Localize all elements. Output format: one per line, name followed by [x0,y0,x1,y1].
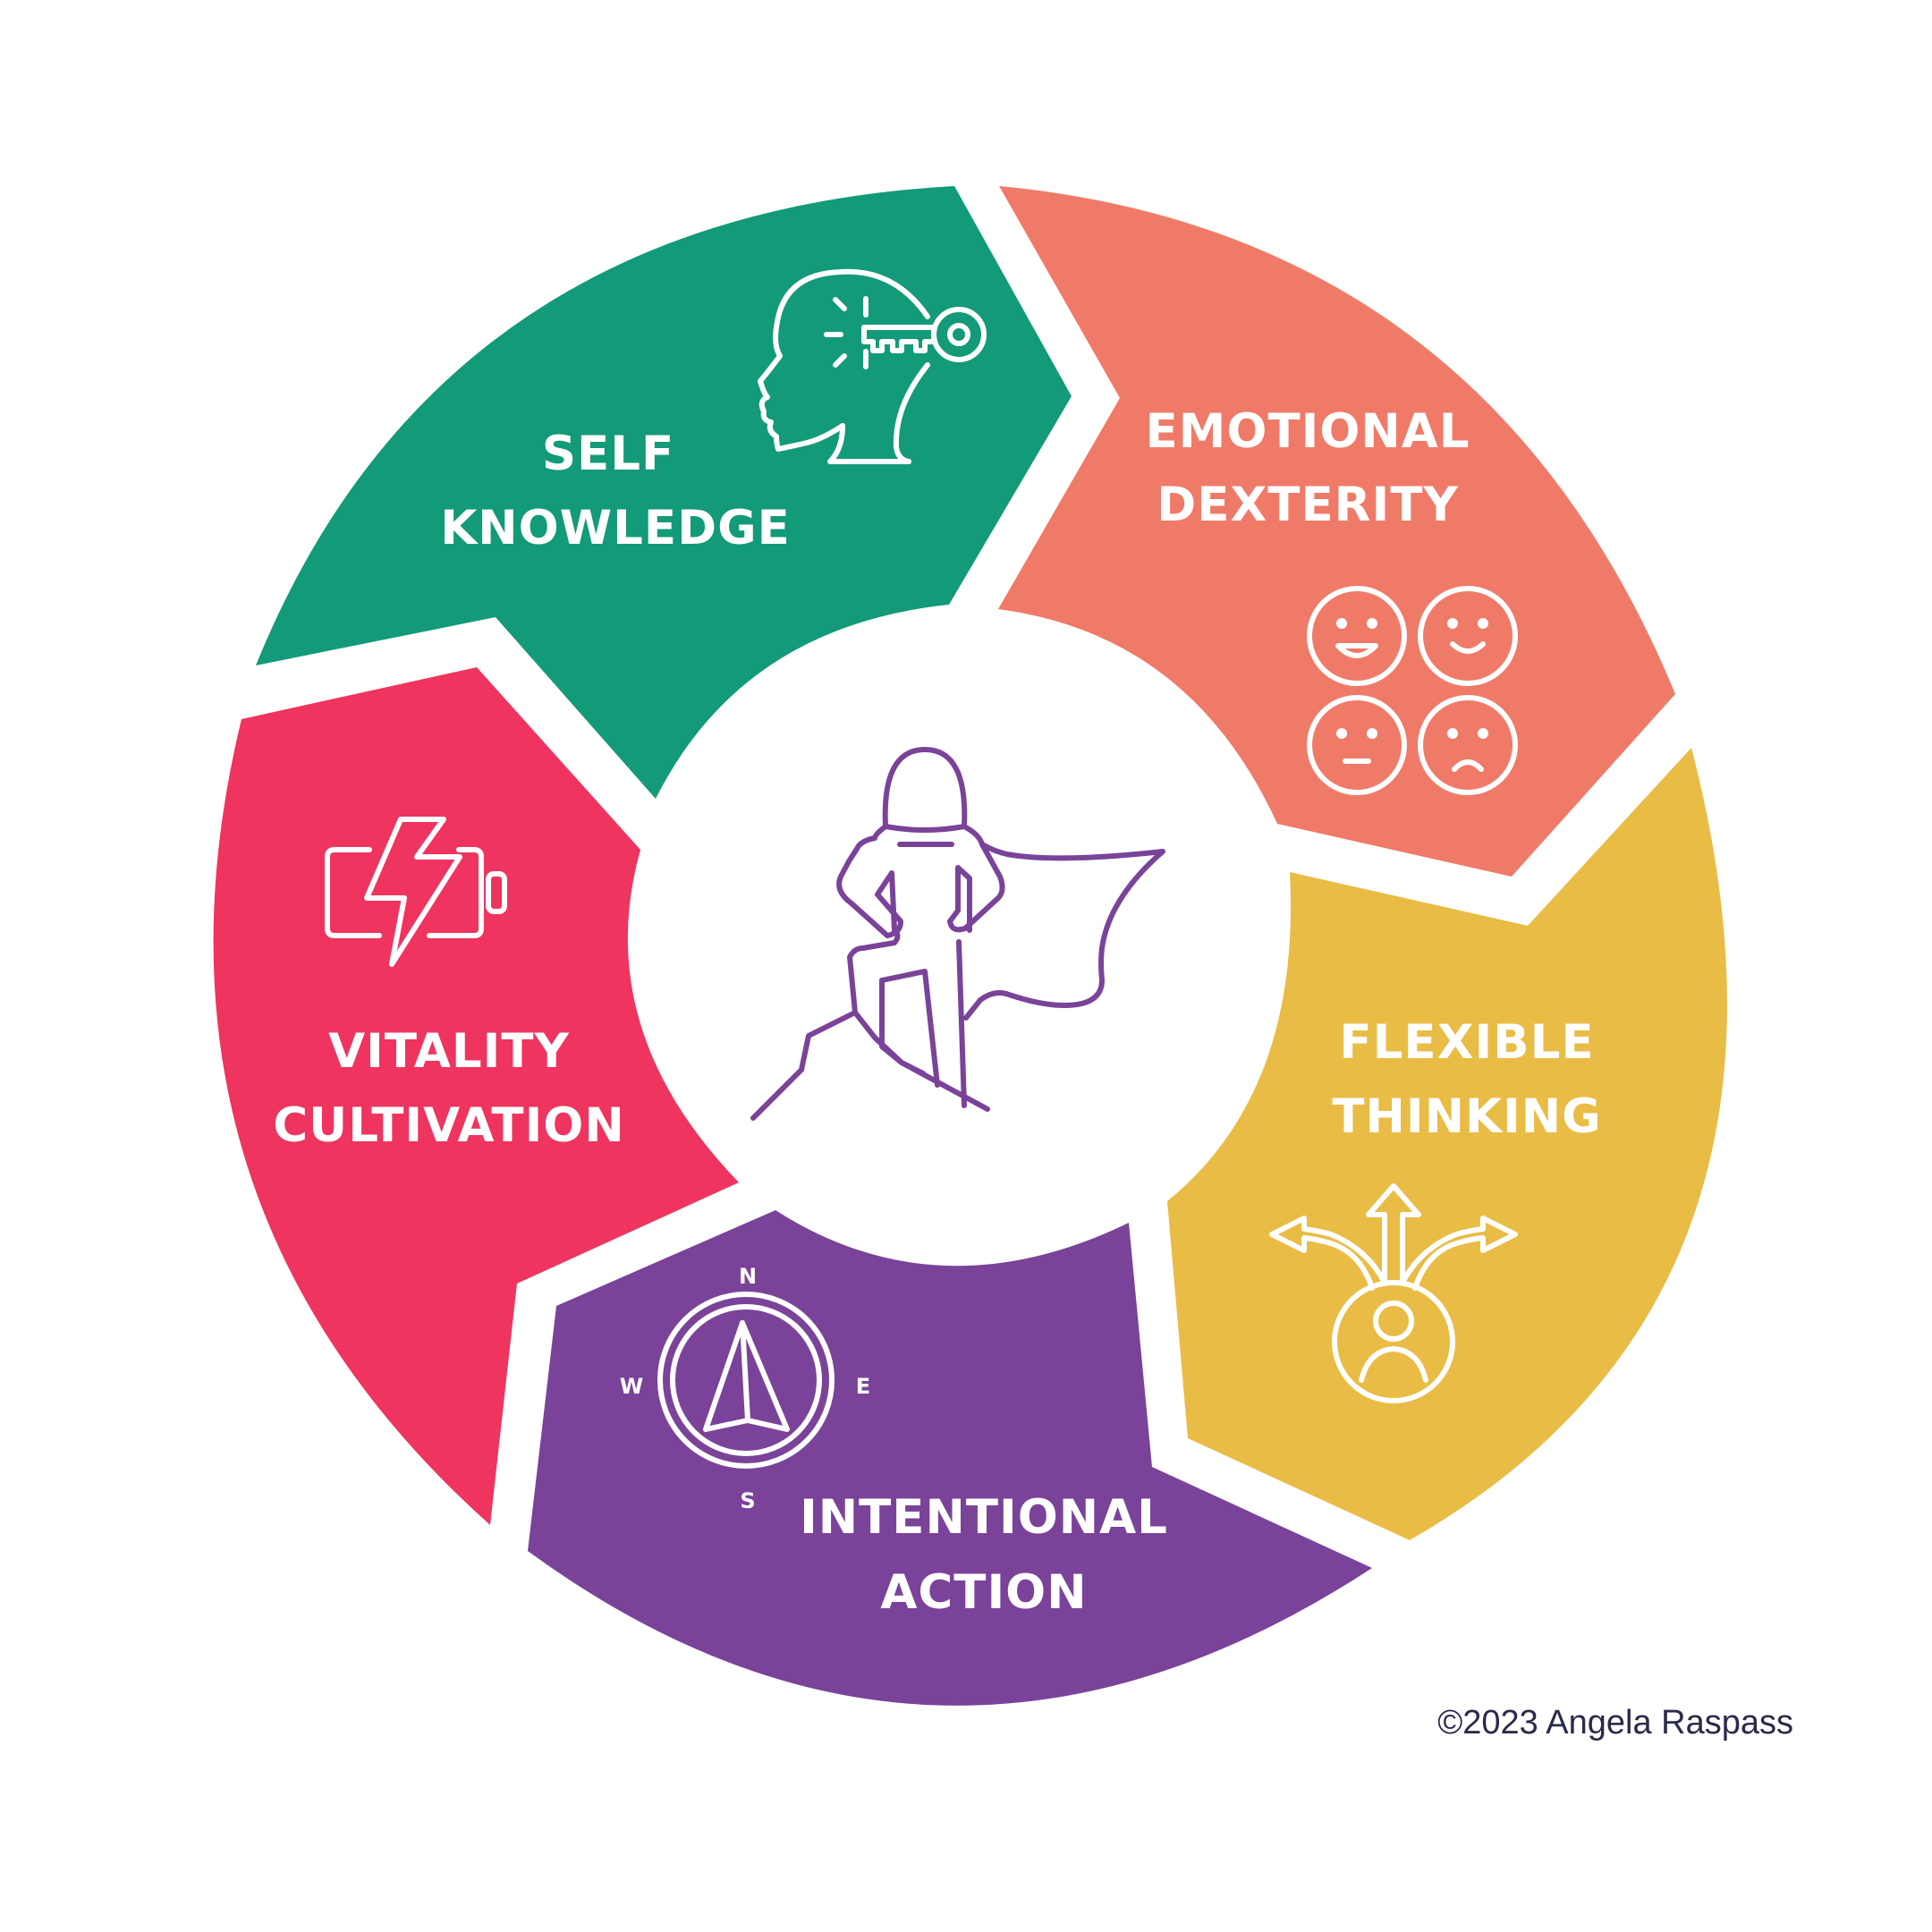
compass-west-letter: W [620,1374,643,1399]
compass-north-letter: N [739,1264,757,1289]
compass-south-letter: S [740,1488,755,1513]
self-knowledge-label-line2: KNOWLEDGE [440,501,791,555]
self-knowledge-label-line1: SELF [542,427,674,481]
flexible-thinking-label-line1: FLEXIBLE [1339,1015,1594,1070]
head-key-icon [758,268,987,464]
branching-arrows-person-icon [1269,1183,1518,1403]
emotional-dexterity-label-line1: EMOTIONAL [1145,404,1470,459]
emotional-dexterity-label-line2: DEXTERITY [1157,478,1458,532]
flexible-thinking-label-line2: THINKING [1332,1089,1601,1144]
intentional-action-label-line1: INTENTIONAL [800,1490,1168,1545]
segment-vitality-cultivation [213,667,739,1525]
segment-emotional-dexterity [998,186,1675,877]
compass-east-letter: E [856,1374,870,1399]
intentional-action-label-line2: ACTION [880,1565,1087,1620]
segment-flexible-thinking [1167,748,1727,1540]
battery-charging-icon [325,817,507,967]
compass-icon [657,1292,835,1469]
caped-hero-icon [750,747,1165,1121]
copyright-text: ©2023 Angela Raspass [1437,1704,1793,1741]
emotion-faces-icon [1307,586,1518,795]
vitality-cultivation-label-line1: VITALITY [328,1024,570,1079]
vitality-cultivation-label-line2: CULTIVATION [273,1098,624,1153]
